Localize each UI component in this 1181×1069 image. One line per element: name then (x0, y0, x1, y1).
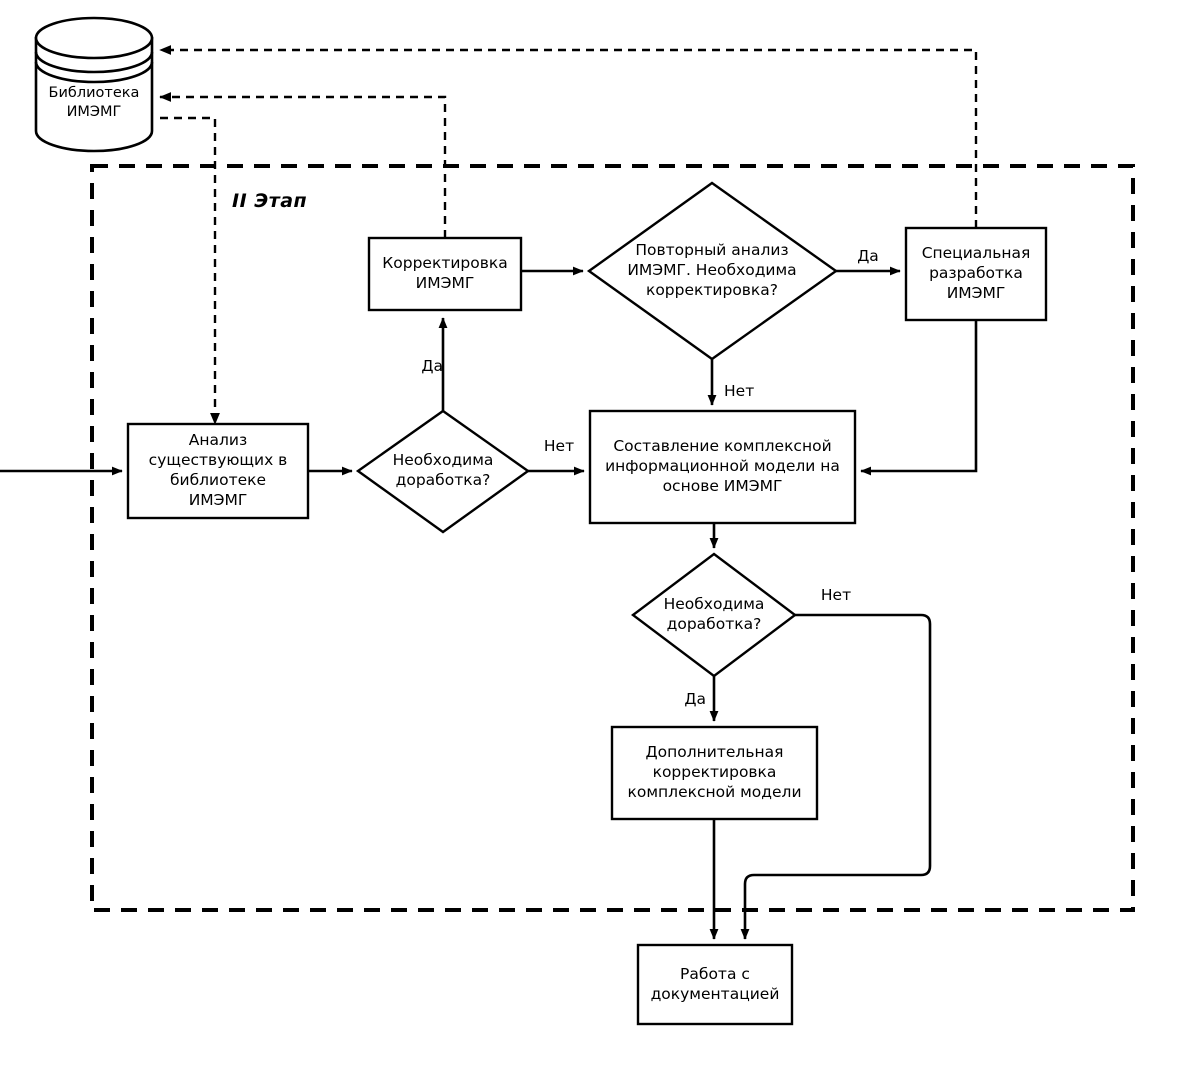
node-analysis-box (126, 422, 310, 520)
edge-special-dev-to-library (159, 45, 978, 228)
library-imemg-datastore (34, 16, 154, 153)
edge-library-to-analysis (160, 116, 220, 425)
stage-boundary (90, 164, 1135, 912)
edge-correction-to-library (159, 92, 447, 238)
edge-need-revision-2-no-bypass-to-documentation (740, 613, 932, 940)
node-correction-imemg-box (367, 236, 523, 312)
node-documentation-work-box (636, 943, 794, 1026)
node-need-revision-2-diamond (631, 552, 797, 678)
edge-special-dev-to-complex-model (860, 320, 978, 476)
node-complex-model-box (588, 409, 857, 525)
node-special-development-box (904, 226, 1048, 322)
node-repeat-analysis-diamond (586, 181, 839, 361)
node-need-revision-1-diamond (355, 409, 531, 534)
node-additional-correction-box (610, 725, 819, 821)
